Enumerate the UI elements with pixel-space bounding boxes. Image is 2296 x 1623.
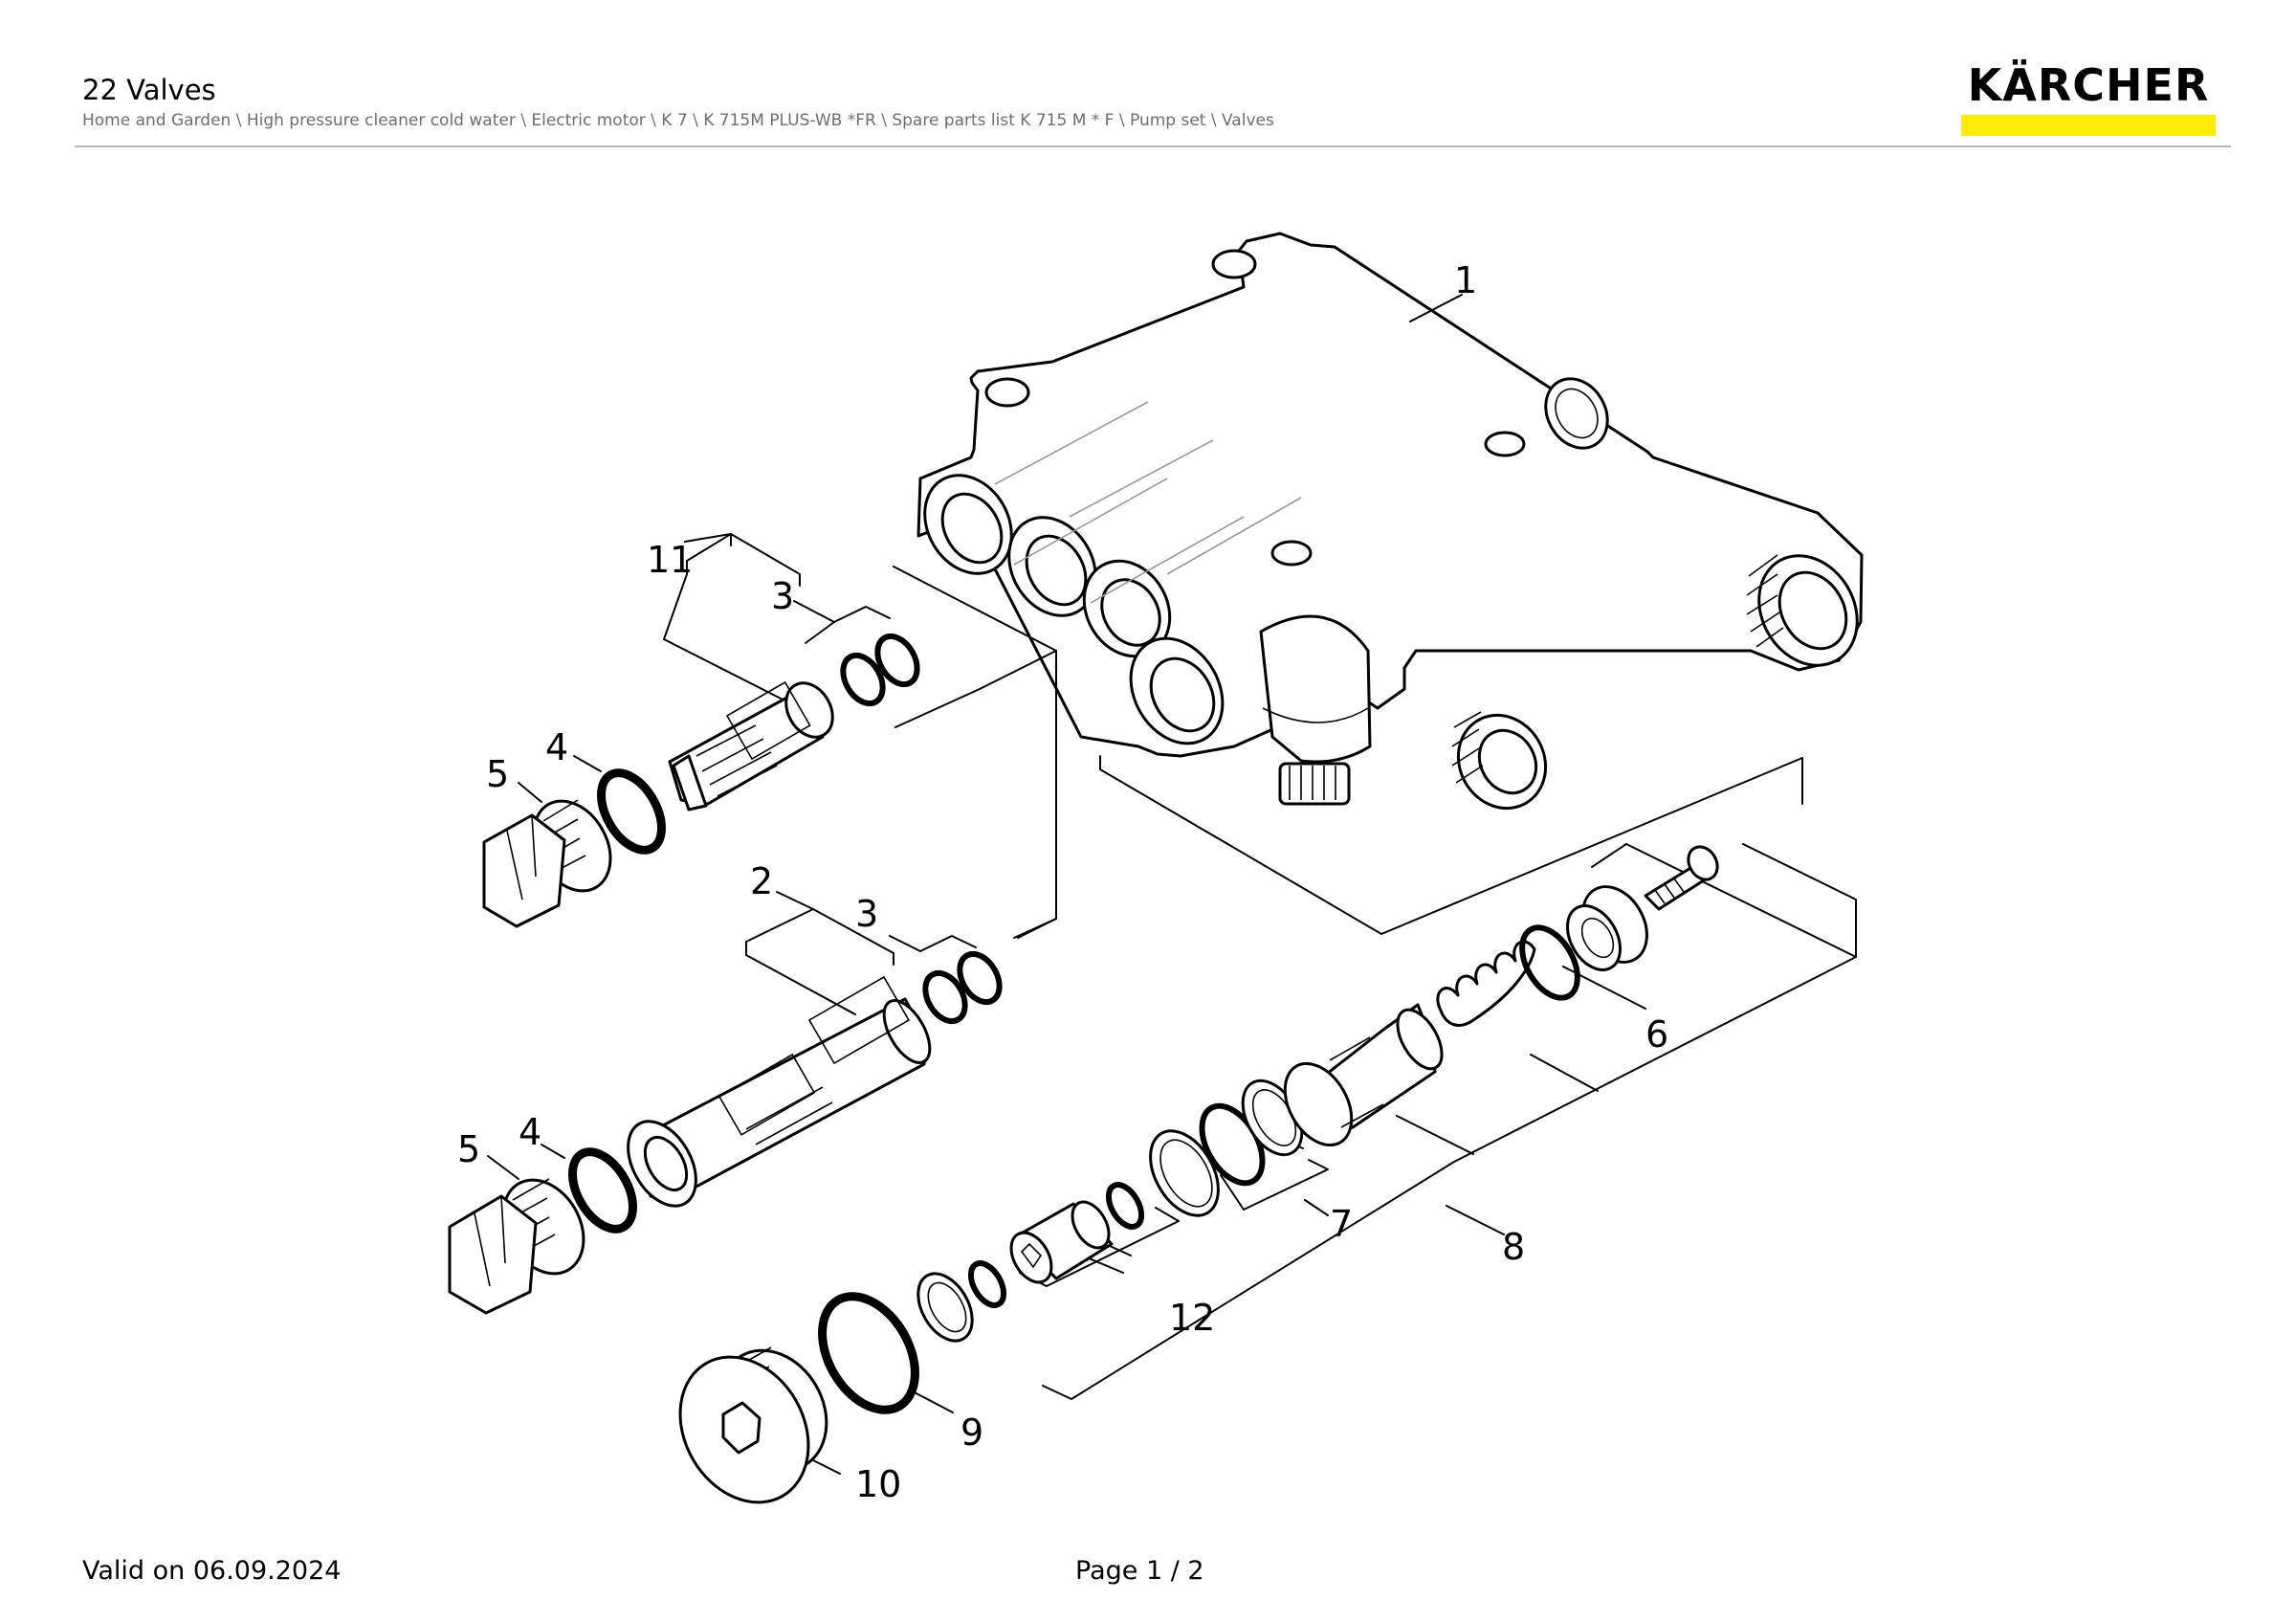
part-4-o-ring-upper xyxy=(597,768,666,855)
part-12-valve-insert xyxy=(1009,1200,1114,1284)
part-3-o-rings-lower xyxy=(922,950,1003,1025)
part-3-o-rings-upper xyxy=(840,633,920,707)
callout-4-upper: 4 xyxy=(545,726,568,768)
karcher-logo: KÄRCHER xyxy=(1961,63,2216,138)
part-2-valve-cartridge xyxy=(627,975,932,1208)
header-divider xyxy=(75,145,2231,147)
callout-1: 1 xyxy=(1454,259,1477,301)
logo-bar-fill xyxy=(1961,115,2216,136)
part-9-o-ring-large xyxy=(818,1292,919,1414)
callout-6: 6 xyxy=(1645,1013,1668,1056)
snap-ring xyxy=(916,1272,974,1343)
part-5-plug-lower xyxy=(448,1178,585,1315)
small-o-ring-12 xyxy=(1105,1182,1145,1230)
callout-12: 12 xyxy=(1169,1297,1215,1339)
part-10-screw-plug xyxy=(678,1346,828,1504)
small-o-ring xyxy=(967,1260,1007,1308)
part-7-rings xyxy=(1149,1078,1304,1217)
callout-10: 10 xyxy=(855,1463,901,1505)
callout-7: 7 xyxy=(1330,1203,1353,1245)
logo-wordmark: KÄRCHER xyxy=(1967,59,2210,111)
callout-3-upper: 3 xyxy=(771,575,794,617)
part-1-valve-housing xyxy=(916,232,1864,811)
part-4-o-ring-lower xyxy=(568,1147,637,1234)
logo-yellow-bar xyxy=(1961,115,2216,136)
callout-5-lower: 5 xyxy=(457,1128,480,1170)
callout-3-lower: 3 xyxy=(855,893,878,935)
callout-9: 9 xyxy=(960,1412,983,1454)
valve-pin xyxy=(1644,845,1719,911)
callout-5-upper: 5 xyxy=(486,753,509,795)
callout-8: 8 xyxy=(1502,1226,1525,1268)
part-6-o-ring xyxy=(1519,924,1580,1001)
callout-2: 2 xyxy=(750,860,773,902)
breadcrumb: Home and Garden \ High pressure cleaner … xyxy=(82,111,1274,130)
callout-4-lower: 4 xyxy=(519,1111,541,1153)
page-number: Page 1 / 2 xyxy=(1075,1556,1204,1586)
part-5-plug-upper xyxy=(482,799,612,928)
validity-date: Valid on 06.09.2024 xyxy=(82,1556,342,1586)
callout-11: 11 xyxy=(647,539,693,581)
spring xyxy=(1436,940,1536,1027)
part-11-valve-cartridge xyxy=(668,680,834,812)
page-title: 22 Valves xyxy=(82,74,216,106)
valve-seat xyxy=(1566,885,1648,971)
leader-lines xyxy=(487,294,1857,1475)
part-8-valve-assembly xyxy=(1283,1003,1444,1147)
